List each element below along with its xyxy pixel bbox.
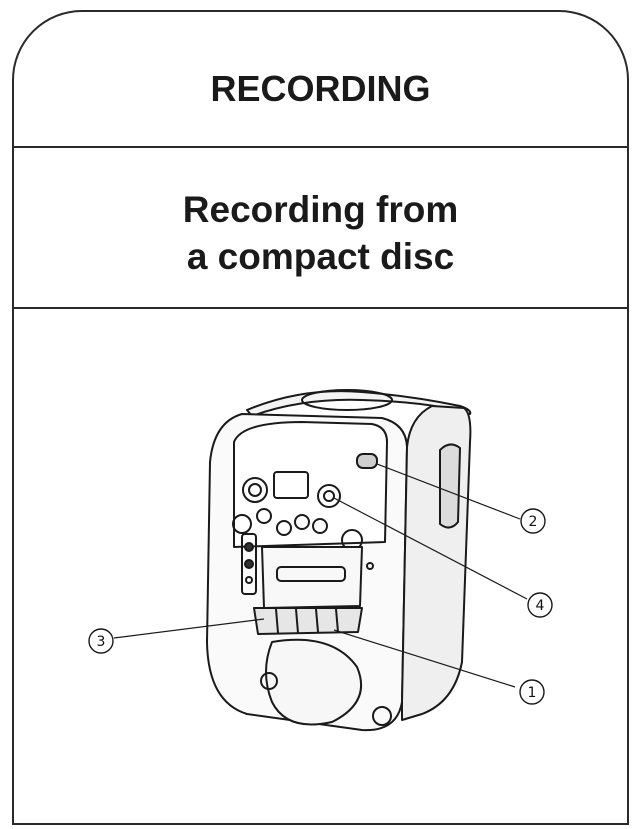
side-handle bbox=[439, 443, 461, 529]
karaoke-machine-illustration: 1 2 3 4 bbox=[88, 389, 553, 732]
callout-label-3: 3 bbox=[97, 634, 106, 650]
knob-left bbox=[242, 477, 268, 503]
top-lid-disc bbox=[301, 389, 393, 411]
callout-3: 3 bbox=[88, 628, 114, 654]
foot-left bbox=[260, 672, 278, 690]
callout-2: 2 bbox=[520, 508, 546, 534]
display-window bbox=[273, 471, 309, 499]
section-subtitle: Recording from a compact disc bbox=[14, 186, 627, 280]
callout-4: 4 bbox=[527, 592, 553, 618]
subtitle-line-1: Recording from bbox=[182, 189, 459, 230]
slide-switch bbox=[356, 453, 378, 469]
leader-line-2 bbox=[376, 463, 521, 520]
panel-button bbox=[276, 520, 292, 536]
cassette-deck bbox=[261, 546, 363, 609]
leader-line-4 bbox=[333, 497, 528, 600]
panel-button bbox=[256, 508, 272, 524]
subtitle-line-2: a compact disc bbox=[186, 236, 455, 277]
transport-keys bbox=[253, 607, 363, 635]
jack-strip bbox=[241, 533, 257, 595]
callout-1: 1 bbox=[519, 679, 545, 705]
panel-button bbox=[294, 514, 310, 530]
record-knob bbox=[317, 484, 341, 508]
leader-line-3 bbox=[113, 618, 265, 639]
leader-line-1 bbox=[333, 629, 516, 688]
panel-button bbox=[232, 514, 252, 534]
callout-label-1: 1 bbox=[528, 685, 537, 701]
foot-right bbox=[372, 706, 392, 726]
subtitle-section: Recording from a compact disc bbox=[14, 148, 627, 309]
header-section: RECORDING bbox=[14, 12, 627, 148]
callout-label-2: 2 bbox=[529, 514, 538, 530]
cassette-window bbox=[276, 566, 346, 582]
page-title: RECORDING bbox=[210, 68, 431, 109]
manual-page-card: RECORDING Recording from a compact disc bbox=[12, 10, 629, 825]
panel-button bbox=[312, 518, 328, 534]
control-panel bbox=[233, 421, 388, 548]
callout-label-4: 4 bbox=[536, 598, 545, 614]
